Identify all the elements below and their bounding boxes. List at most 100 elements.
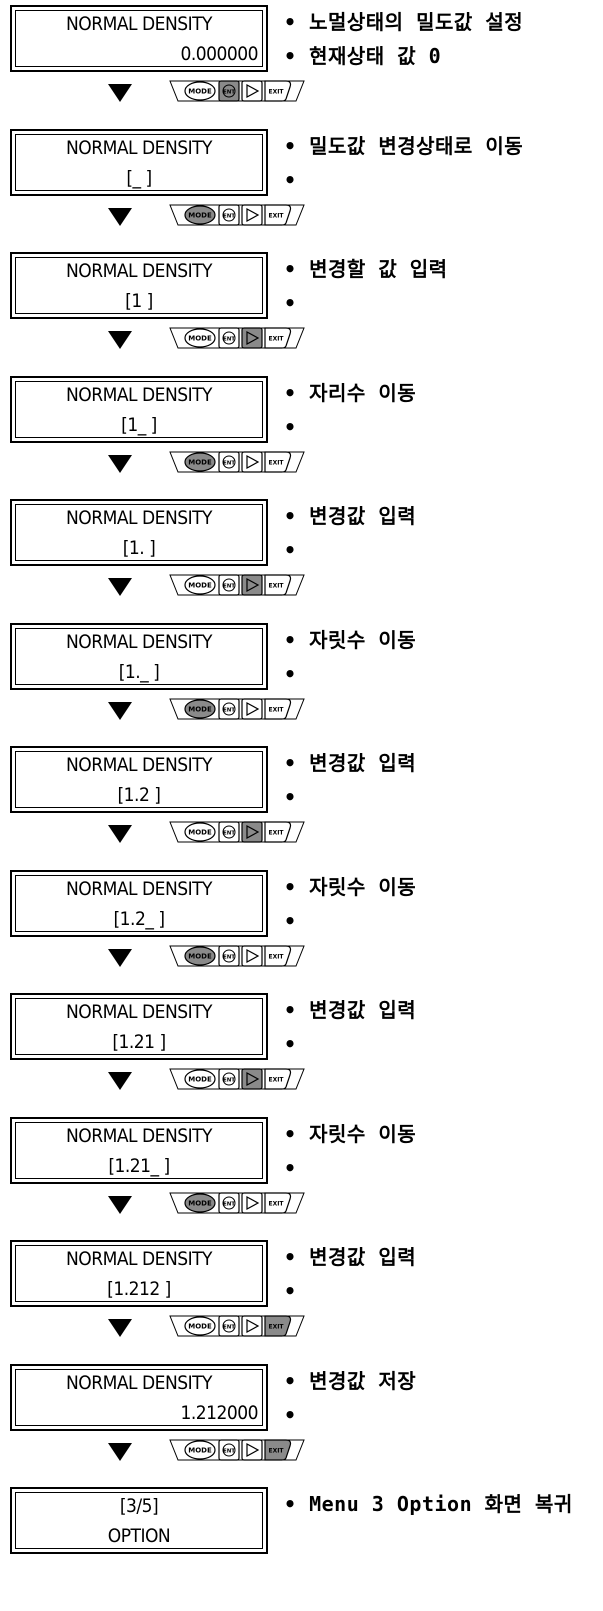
enter-key[interactable]: ENT xyxy=(218,944,240,967)
right-arrow-key[interactable] xyxy=(241,203,263,226)
right-arrow-key[interactable] xyxy=(241,697,263,720)
note-line: • 변경값 입력 xyxy=(284,504,417,528)
down-arrow-icon xyxy=(108,948,132,967)
mode-key[interactable]: MODE xyxy=(184,698,216,719)
enter-key[interactable]: ENT xyxy=(218,821,240,843)
note-line: • xyxy=(284,908,297,933)
step-notes: • 변경값 입력• xyxy=(284,746,600,814)
lcd-line-2: 0.000000 xyxy=(180,43,258,65)
mode-key[interactable]: MODE xyxy=(184,822,216,842)
note-line: • 변경값 입력 xyxy=(284,1245,417,1269)
mode-key[interactable]: MODE xyxy=(184,1439,216,1460)
svg-text:ENT: ENT xyxy=(223,954,235,960)
lcd-line-2: [1_ ] xyxy=(121,413,157,436)
right-arrow-key[interactable] xyxy=(241,944,263,967)
mode-key[interactable]: MODE xyxy=(184,1069,216,1089)
svg-text:EXIT: EXIT xyxy=(268,706,284,713)
exit-key[interactable]: EXIT xyxy=(264,944,292,967)
procedure-step: [3/5]OPTION• Menu 3 Option 화면 복귀 xyxy=(0,1487,603,1611)
key-press-indicator: MODE ENT EXIT xyxy=(168,201,308,229)
svg-text:MODE: MODE xyxy=(188,952,212,960)
exit-key[interactable]: EXIT xyxy=(264,1068,292,1090)
mode-key[interactable]: MODE xyxy=(184,1192,216,1213)
enter-key[interactable]: ENT xyxy=(218,450,240,473)
step-notes: • 노멀상태의 밀도값 설정• 현재상태 값 0 xyxy=(284,5,600,73)
exit-key[interactable]: EXIT xyxy=(264,1315,292,1337)
note-line: • xyxy=(284,1032,297,1056)
key-press-indicator: MODE ENT EXIT xyxy=(168,1312,308,1340)
right-arrow-key[interactable] xyxy=(241,327,263,349)
note-line: • xyxy=(284,661,297,686)
right-arrow-key[interactable] xyxy=(241,1068,263,1090)
lcd-display: [3/5]OPTION xyxy=(10,1487,268,1554)
mode-key[interactable]: MODE xyxy=(184,328,216,348)
down-arrow-icon xyxy=(108,825,132,843)
note-line: • xyxy=(284,1155,297,1180)
lcd-line-1: NORMAL DENSITY xyxy=(65,877,213,900)
right-arrow-key[interactable] xyxy=(241,821,263,843)
note-line: • xyxy=(284,291,297,315)
right-arrow-key[interactable] xyxy=(241,1315,263,1337)
svg-text:EXIT: EXIT xyxy=(268,1077,284,1084)
mode-key[interactable]: MODE xyxy=(184,81,216,101)
right-arrow-key[interactable] xyxy=(241,1191,263,1214)
exit-key[interactable]: EXIT xyxy=(264,80,292,102)
svg-text:ENT: ENT xyxy=(223,1448,235,1454)
lcd-line-2: [1.2 ] xyxy=(117,784,161,806)
svg-text:MODE: MODE xyxy=(188,458,212,466)
right-arrow-key[interactable] xyxy=(241,80,263,102)
lcd-line-2: [1.21 ] xyxy=(112,1031,166,1053)
note-line: • 자릿수 이동 xyxy=(284,874,417,899)
down-arrow-icon xyxy=(108,207,132,226)
note-line: • 변경할 값 입력 xyxy=(284,257,448,281)
exit-key[interactable]: EXIT xyxy=(264,1438,292,1461)
lcd-line-1: NORMAL DENSITY xyxy=(65,260,213,282)
svg-text:EXIT: EXIT xyxy=(268,1200,284,1207)
enter-key[interactable]: ENT xyxy=(218,80,240,102)
key-press-indicator: MODE ENT EXIT xyxy=(168,818,308,846)
lcd-display: NORMAL DENSITY[_ ] xyxy=(10,128,268,196)
exit-key[interactable]: EXIT xyxy=(264,697,292,720)
keypad-icon: MODE ENT EXIT xyxy=(169,450,305,473)
step-notes: • 자리수 이동• xyxy=(284,376,600,444)
right-arrow-key[interactable] xyxy=(241,1438,263,1461)
enter-key[interactable]: ENT xyxy=(218,574,240,596)
exit-key[interactable]: EXIT xyxy=(264,203,292,226)
exit-key[interactable]: EXIT xyxy=(264,327,292,349)
right-arrow-key[interactable] xyxy=(241,574,263,596)
svg-text:ENT: ENT xyxy=(223,831,235,837)
enter-key[interactable]: ENT xyxy=(218,327,240,349)
mode-key[interactable]: MODE xyxy=(184,1316,216,1336)
step-notes: • 변경값 저장• xyxy=(284,1364,600,1432)
lcd-line-2: [1.212 ] xyxy=(107,1278,171,1300)
note-line: • xyxy=(284,414,297,439)
enter-key[interactable]: ENT xyxy=(218,1315,240,1337)
right-arrow-key[interactable] xyxy=(241,450,263,473)
enter-key[interactable]: ENT xyxy=(218,697,240,720)
enter-key[interactable]: ENT xyxy=(218,1068,240,1090)
enter-key[interactable]: ENT xyxy=(218,1438,240,1461)
exit-key[interactable]: EXIT xyxy=(264,1191,292,1214)
note-line: • xyxy=(284,538,297,562)
mode-key[interactable]: MODE xyxy=(184,945,216,966)
key-press-indicator: MODE ENT EXIT xyxy=(168,448,308,476)
mode-key[interactable]: MODE xyxy=(184,451,216,472)
exit-key[interactable]: EXIT xyxy=(264,450,292,473)
mode-key[interactable]: MODE xyxy=(184,204,216,225)
lcd-line-1: NORMAL DENSITY xyxy=(65,507,213,529)
down-arrow-icon xyxy=(108,701,132,720)
enter-key[interactable]: ENT xyxy=(218,203,240,226)
note-line: • 현재상태 값 0 xyxy=(284,44,442,68)
keypad-icon: MODE ENT EXIT xyxy=(169,1315,305,1337)
enter-key[interactable]: ENT xyxy=(218,1191,240,1214)
exit-key[interactable]: EXIT xyxy=(264,574,292,596)
procedure-step: NORMAL DENSITY[1.2 ]• 변경값 입력• MODE ENT E… xyxy=(0,746,603,870)
exit-key[interactable]: EXIT xyxy=(264,821,292,843)
svg-text:MODE: MODE xyxy=(188,1076,212,1084)
procedure-step: NORMAL DENSITY[1.212 ]• 변경값 입력• MODE ENT… xyxy=(0,1240,603,1364)
lcd-line-2: [1._ ] xyxy=(118,660,160,683)
key-press-indicator: MODE ENT EXIT xyxy=(168,1436,308,1464)
mode-key[interactable]: MODE xyxy=(184,575,216,595)
